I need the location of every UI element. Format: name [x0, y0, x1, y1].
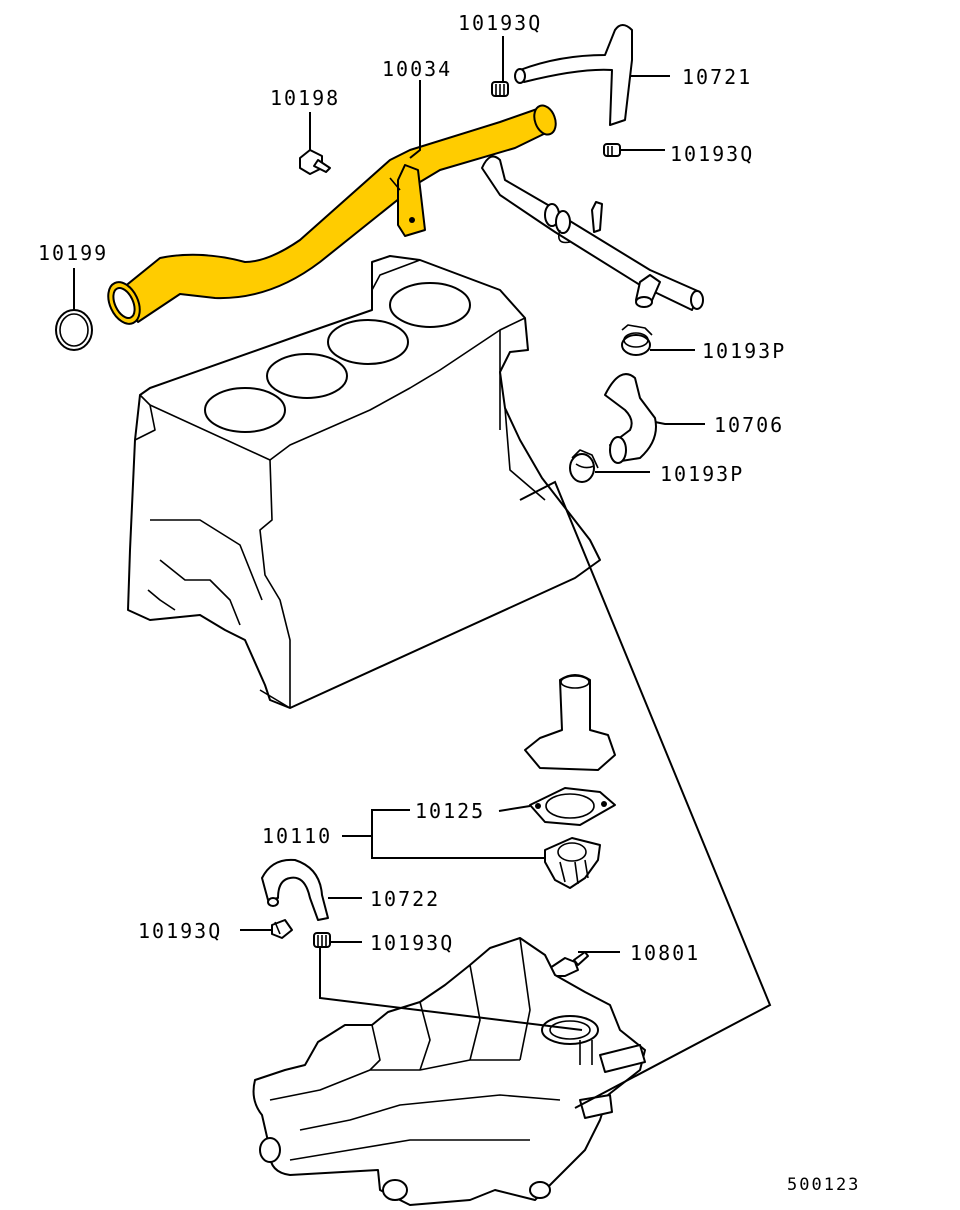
label-10034: 10034 [382, 57, 452, 81]
o-ring-10199 [55, 268, 93, 351]
label-10125: 10125 [415, 799, 485, 823]
hose-10721 [514, 24, 633, 126]
label-10193q-mid: 10193Q [370, 931, 454, 955]
gasket-10125 [529, 787, 616, 826]
bolt-10198 [299, 112, 331, 175]
leader-lines [240, 36, 772, 1109]
thermostat [544, 837, 601, 889]
label-10801: 10801 [630, 941, 700, 965]
label-10193p-lower: 10193P [660, 462, 744, 486]
water-pipe-10034-highlighted [107, 104, 557, 325]
label-10110: 10110 [262, 824, 332, 848]
clamp-10193p-upper [621, 324, 653, 356]
water-inlet-fitting [524, 674, 616, 771]
clamp-10193q-mid [313, 932, 331, 948]
clamp-10193q-top [491, 81, 509, 97]
clamp-10193q-right [603, 143, 621, 157]
sensor-10801 [549, 951, 589, 977]
label-10193q-left: 10193Q [138, 919, 222, 943]
hose-10722 [261, 858, 329, 921]
label-10193p-upper: 10193P [702, 339, 786, 363]
intake-manifold [252, 937, 646, 1206]
part-labels: 10193Q 10034 10721 10198 10193Q 10199 10… [38, 11, 860, 1195]
reference-number: 500123 [787, 1175, 860, 1195]
hose-10706 [604, 373, 657, 464]
clamp-10193p-lower [569, 449, 599, 483]
label-10193q-right: 10193Q [670, 142, 754, 166]
label-10193q-top: 10193Q [458, 11, 542, 35]
label-10198: 10198 [270, 86, 340, 110]
bypass-pipe [481, 155, 704, 311]
label-10199: 10199 [38, 241, 108, 265]
clamp-10193q-left [271, 919, 293, 939]
label-10706: 10706 [714, 413, 784, 437]
label-10721: 10721 [682, 65, 752, 89]
label-10722: 10722 [370, 887, 440, 911]
engine-block [127, 255, 601, 709]
